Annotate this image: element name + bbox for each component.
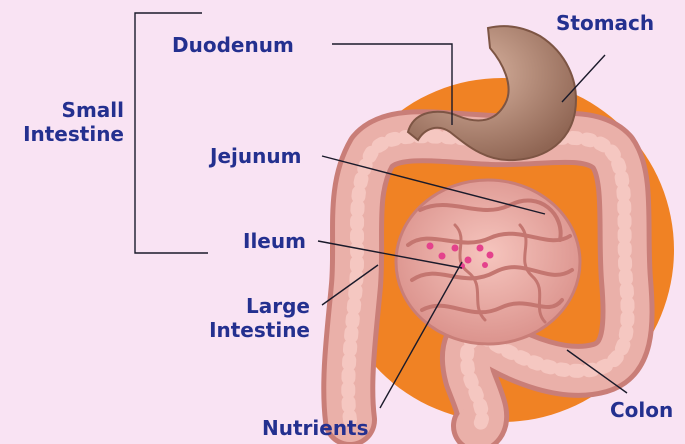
small-intestine-label-line2: Intestine [23, 122, 124, 146]
stomach-label: Stomach [556, 11, 654, 35]
duodenum-label: Duodenum [172, 33, 294, 57]
small-intestine-label-line1: Small [23, 98, 124, 122]
colon-label: Colon [610, 398, 673, 422]
large-intestine-label-line1: Large [209, 294, 310, 318]
small-intestine-shape [396, 180, 580, 344]
large-intestine-label: Large Intestine [209, 294, 310, 342]
small-intestine-label: Small Intestine [23, 98, 124, 146]
jejunum-label: Jejunum [210, 144, 301, 168]
nutrients-label: Nutrients [262, 416, 369, 440]
large-intestine-label-line2: Intestine [209, 318, 310, 342]
ileum-label: Ileum [243, 229, 306, 253]
